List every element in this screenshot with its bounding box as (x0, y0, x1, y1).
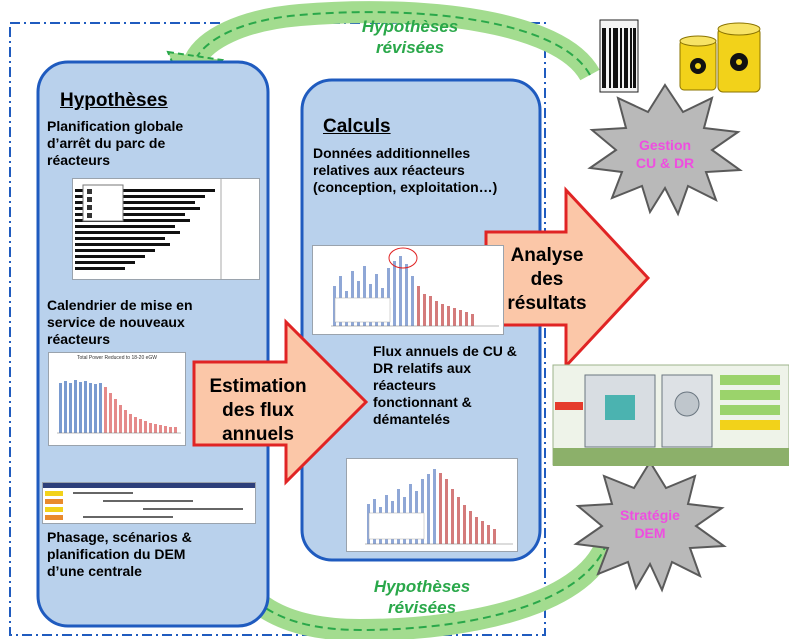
hypotheses-title: Hypothèses (60, 90, 168, 111)
loop-top-line-2: révisées (375, 38, 445, 57)
thumb-phasing-gantt (42, 482, 256, 524)
nuclear-plant-diagram-icon (552, 364, 789, 466)
analyse-line-3: résultats (507, 293, 587, 314)
gestion-star (587, 83, 743, 217)
analyse-line-1: Analyse (510, 245, 584, 266)
gestion-star-label: Gestion CU & DR (625, 136, 705, 172)
gestion-line-1: Gestion (638, 137, 692, 153)
radioactive-barrel-icon (679, 22, 761, 93)
estimation-line-3: annuels (222, 424, 294, 445)
loop-bottom-line-2: révisées (387, 598, 457, 617)
estimation-arrow-label: Estimation des flux annuels (198, 375, 318, 447)
thumb-flux-chart-1 (312, 245, 504, 335)
analyse-line-2: des (530, 269, 564, 290)
hypotheses-item-shutdown: Planification globale d’arrêt du parc de… (47, 118, 184, 168)
strategie-line-1: Stratégie (620, 507, 680, 523)
gestion-line-2: CU & DR (635, 155, 695, 171)
bottom-loop-arrow-outline (229, 529, 611, 632)
thumb-power-chart-title: Total Power Reduced to 18-20 eGW (76, 355, 158, 361)
loop-top-label: Hypothèses révisées (340, 16, 480, 58)
estimation-arrow (192, 318, 369, 486)
loop-top-line-1: Hypothèses (361, 17, 459, 36)
strategie-star-label: Stratégie DEM (610, 506, 690, 542)
loop-bottom-label: Hypothèses révisées (352, 576, 492, 618)
estimation-line-2: des flux (222, 400, 294, 421)
loop-bottom-line-1: Hypothèses (373, 577, 471, 596)
thumb-flux-chart-2 (346, 458, 518, 552)
estimation-line-1: Estimation (209, 376, 307, 397)
calculs-title: Calculs (323, 116, 391, 137)
hypotheses-item-phasing: Phasage, scénarios & planification du DE… (47, 529, 192, 579)
analyse-arrow-label: Analyse des résultats (492, 244, 602, 316)
strategie-line-2: DEM (634, 525, 666, 541)
barcode-drum-icon (599, 19, 639, 93)
thumb-power-chart: Total Power Reduced to 18-20 eGW (48, 352, 186, 446)
calculs-item-annual-flux: Flux annuels de CU & DR relatifs aux réa… (373, 343, 517, 427)
top-loop-arrow-outline (194, 11, 591, 76)
thumb-shutdown-chart (72, 178, 260, 280)
hypotheses-item-new-reactors: Calendrier de mise en service de nouveau… (47, 297, 193, 347)
calculs-item-additional-data: Données additionnelles relatives aux réa… (313, 145, 498, 195)
strategie-star (573, 460, 727, 593)
